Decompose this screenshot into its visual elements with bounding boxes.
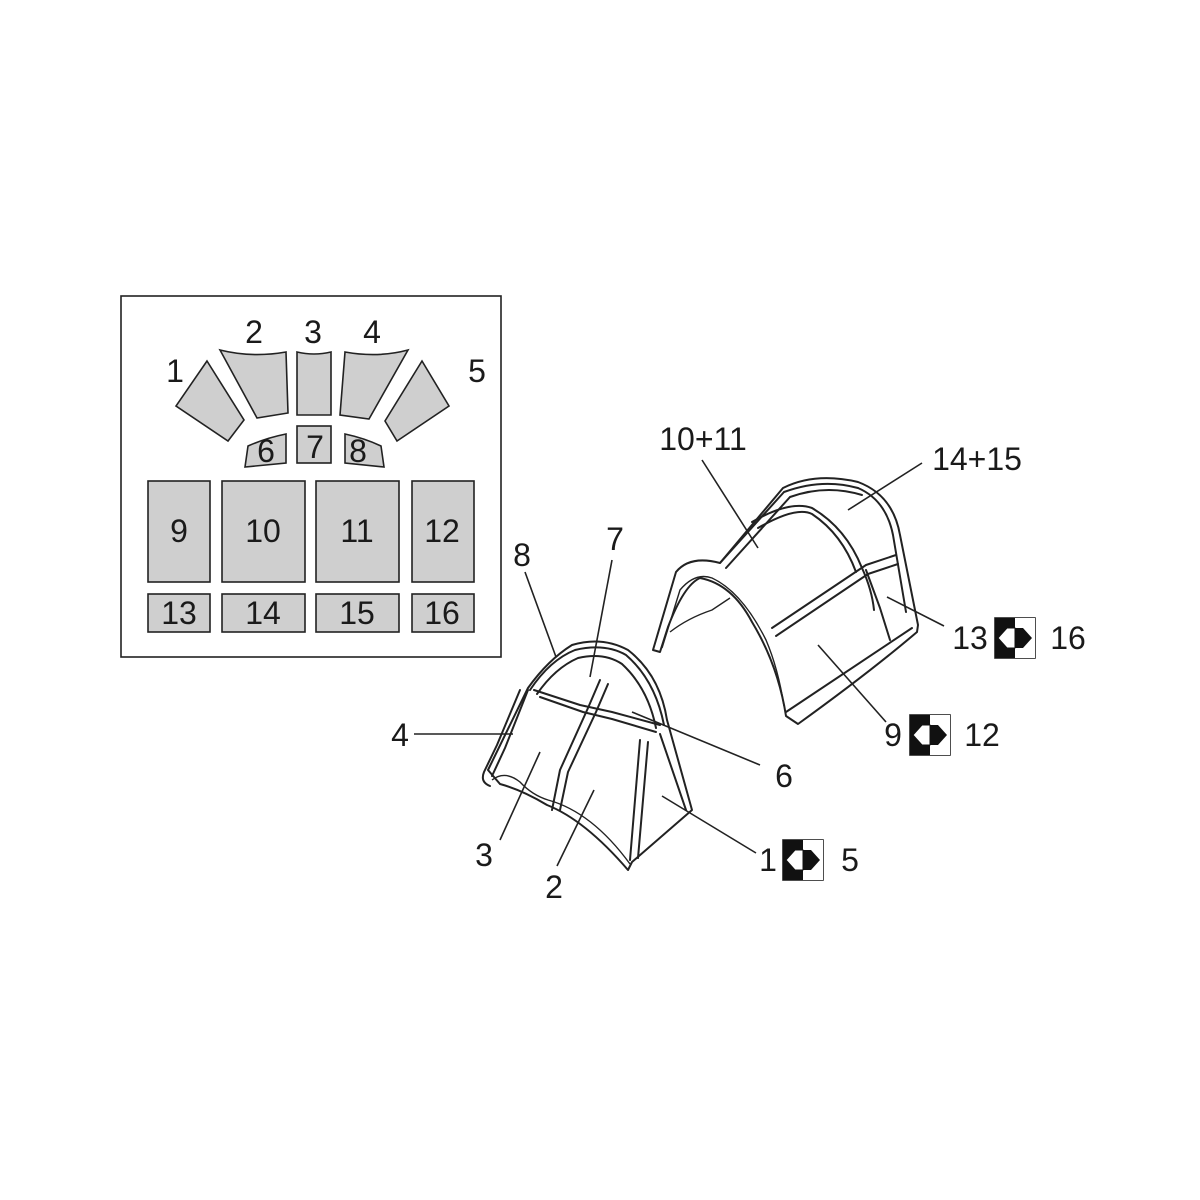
- callout-5: 5: [841, 842, 859, 878]
- mask-6[interactable]: [244, 433, 287, 468]
- mask-label-10: 10: [245, 513, 281, 549]
- rear-canopy-body: [652, 477, 919, 725]
- front-canopy: [481, 640, 693, 871]
- callout-9: 9: [884, 717, 902, 753]
- mask-label-1: 1: [166, 353, 184, 389]
- callout-7: 7: [606, 521, 624, 557]
- mask-label-12: 12: [424, 513, 460, 549]
- callout-16: 16: [1050, 620, 1086, 656]
- mask-3[interactable]: [296, 350, 332, 416]
- mask-1[interactable]: [174, 359, 245, 443]
- rear-frame-rear-arch: [857, 487, 907, 613]
- callout-10-11: 10+11: [659, 421, 747, 457]
- front-canopy-leaders: [414, 559, 761, 867]
- mask-4[interactable]: [339, 348, 410, 420]
- mask-2[interactable]: [218, 348, 289, 419]
- mask-label-6: 6: [257, 433, 275, 469]
- mask-label-2: 2: [245, 314, 263, 350]
- mask-9[interactable]: [147, 480, 211, 583]
- mask-16[interactable]: [411, 593, 475, 633]
- callout-14-15: 14+15: [932, 441, 1022, 477]
- mask-label-14: 14: [245, 595, 281, 631]
- callout-4: 4: [391, 717, 409, 753]
- mask-label-9: 9: [170, 513, 188, 549]
- mask-11[interactable]: [315, 480, 400, 583]
- callout-12: 12: [964, 717, 1000, 753]
- mask-10[interactable]: [221, 480, 306, 583]
- front-frame-top-arch: [529, 646, 665, 726]
- mirror-symmetry-icon: [994, 617, 1036, 659]
- callout-13: 13: [952, 620, 988, 656]
- mirror-symmetry-icon: [909, 714, 951, 756]
- mask-label-16: 16: [424, 595, 460, 631]
- mask-12[interactable]: [411, 480, 475, 583]
- mask-14[interactable]: [221, 593, 306, 633]
- mask-label-8: 8: [349, 433, 367, 469]
- mask-8[interactable]: [344, 433, 385, 468]
- mask-label-13: 13: [161, 595, 197, 631]
- rear-canopy-opening: [661, 575, 785, 707]
- mask-label-15: 15: [339, 595, 375, 631]
- callout-6: 6: [775, 758, 793, 794]
- mask-7[interactable]: [296, 425, 332, 464]
- callout-3: 3: [475, 837, 493, 873]
- mask-label-5: 5: [468, 353, 486, 389]
- mask-sheet: 1 2 3 4 5 6 7 8 9 10 11 12 13 14 15 16: [120, 295, 502, 658]
- mask-label-3: 3: [304, 314, 322, 350]
- callout-1: 1: [759, 842, 777, 878]
- mask-15[interactable]: [315, 593, 400, 633]
- callout-2: 2: [545, 869, 563, 905]
- mask-13[interactable]: [147, 593, 211, 633]
- rear-canopy: [652, 477, 919, 725]
- mask-5[interactable]: [384, 359, 451, 443]
- rear-canopy-leaders: [701, 459, 945, 723]
- mask-label-4: 4: [363, 314, 381, 350]
- mask-label-11: 11: [340, 513, 373, 549]
- callout-8: 8: [513, 537, 531, 573]
- front-frame-left-rim: [481, 689, 521, 787]
- rear-frame-front-arch: [751, 504, 875, 611]
- mask-label-7: 7: [306, 429, 324, 465]
- mirror-symmetry-icon: [782, 839, 824, 881]
